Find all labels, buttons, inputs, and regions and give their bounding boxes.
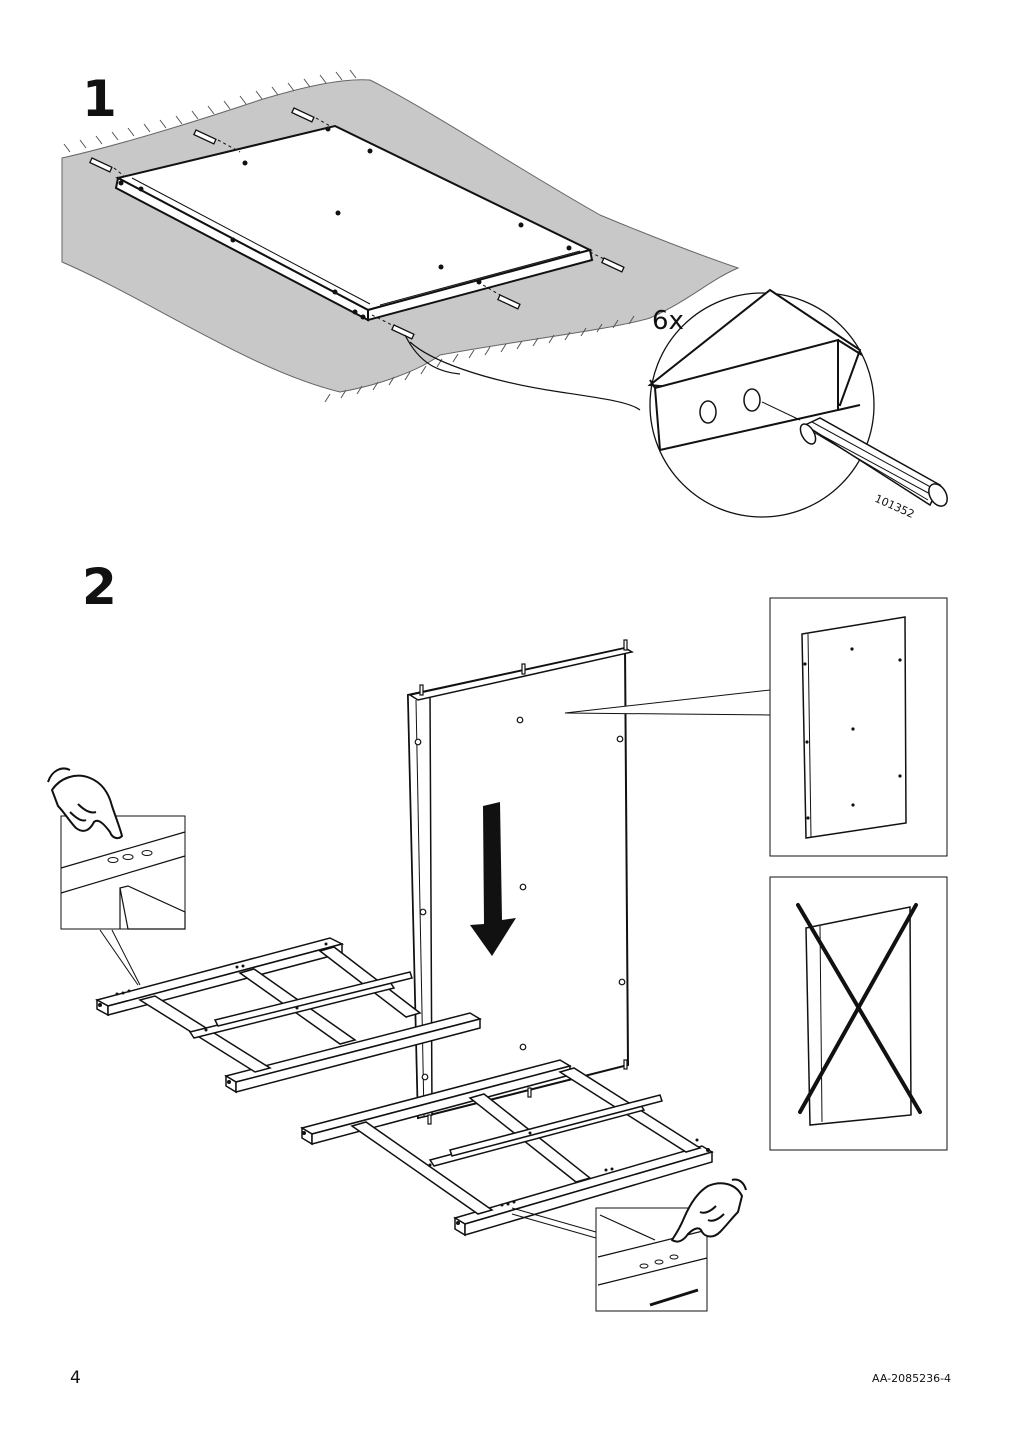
standing-panel-holes xyxy=(414,716,626,1081)
document-code: AA-2085236-4 xyxy=(872,1372,952,1385)
panel-side-edge xyxy=(367,248,594,322)
detail-board xyxy=(647,288,863,452)
callout-pointer xyxy=(409,341,641,411)
frame-right xyxy=(300,1059,714,1237)
panel-holes xyxy=(118,126,572,320)
page-number: 4 xyxy=(70,1368,81,1388)
rug-fringe-top xyxy=(63,69,357,153)
frame-left xyxy=(94,937,482,1094)
cross-icon xyxy=(796,903,922,1114)
inset-correct-panel xyxy=(801,616,907,839)
rug-fringe-bottom xyxy=(324,315,635,403)
standing-panel xyxy=(406,646,635,1120)
step-1-number: 1 xyxy=(82,70,117,128)
down-arrow xyxy=(470,802,516,956)
step-2-number: 2 xyxy=(82,558,117,616)
pointing-hand-icon xyxy=(671,1178,747,1243)
dowels-step1 xyxy=(89,107,625,340)
quantity-label: 6x xyxy=(652,306,684,336)
dowel-detail xyxy=(799,417,948,507)
pointing-hand-icon xyxy=(47,767,123,840)
